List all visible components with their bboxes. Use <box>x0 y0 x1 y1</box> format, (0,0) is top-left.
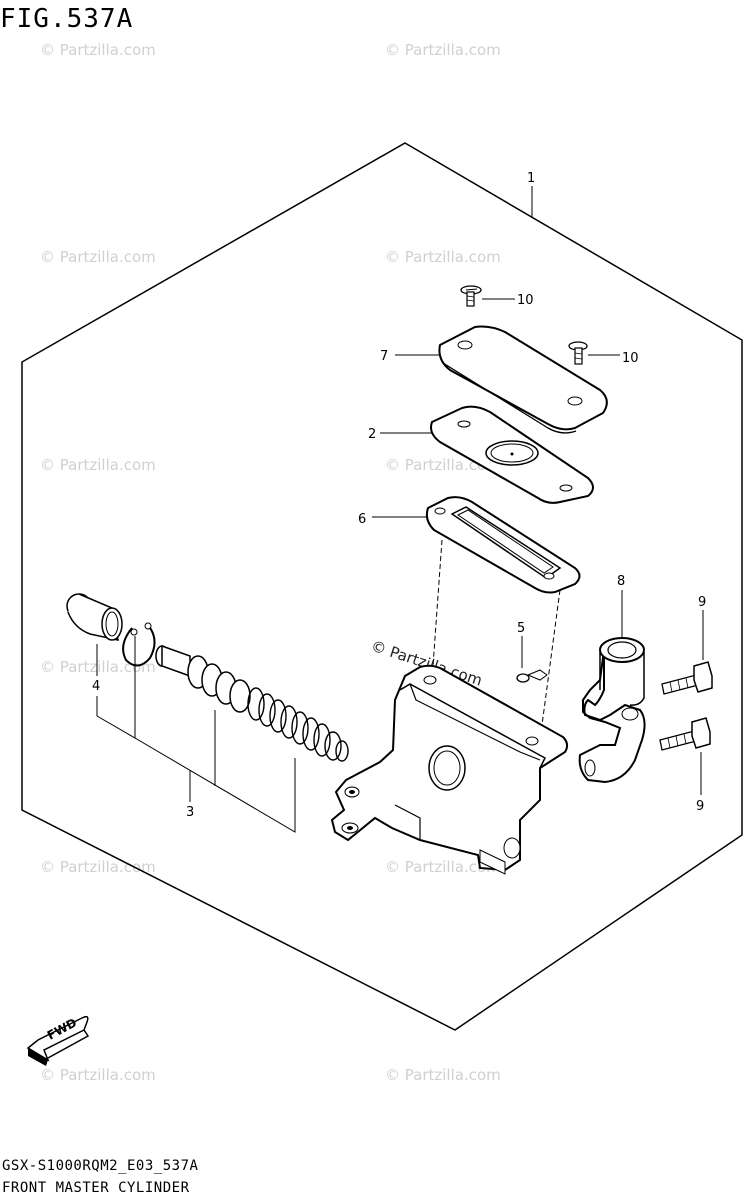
screw-part-10-top <box>460 285 482 307</box>
screw-part-10-right <box>568 341 588 365</box>
clamp-part-8 <box>578 637 646 784</box>
alignment-line <box>539 589 561 741</box>
callout-3: 3 <box>186 805 194 820</box>
callout-10a: 10 <box>517 293 534 308</box>
alignment-line <box>431 539 443 681</box>
callout-6: 6 <box>358 512 366 527</box>
watermark: © Partzilla.com <box>385 41 501 59</box>
diaphragm-plate-part-2 <box>430 405 594 504</box>
watermark: © Partzilla.com <box>40 858 156 876</box>
bolt-part-9-lower <box>659 717 711 751</box>
watermark: © Partzilla.com <box>385 858 501 876</box>
figure-name: FRONT MASTER CYLINDER <box>2 1180 190 1196</box>
watermark: © Partzilla.com <box>40 41 156 59</box>
watermark: © Partzilla.com <box>40 1066 156 1084</box>
watermark: © Partzilla.com <box>40 248 156 266</box>
callout-10b: 10 <box>622 351 639 366</box>
kit-bracket-3 <box>96 636 296 833</box>
callout-9b: 9 <box>696 799 704 814</box>
watermark: © Partzilla.com <box>40 456 156 474</box>
master-cylinder-body <box>330 664 569 875</box>
reservoir-cap-part-7 <box>438 325 608 434</box>
bolt-part-9-upper <box>661 661 713 695</box>
callout-7: 7 <box>380 349 388 364</box>
watermark: © Partzilla.com <box>385 1066 501 1084</box>
clip-part-5 <box>516 669 548 683</box>
circlip-part <box>122 622 156 667</box>
watermark-group: © Partzilla.com © Partzilla.com © Partzi… <box>40 41 501 1084</box>
piston-part <box>155 644 251 713</box>
fwd-arrow-icon: FWD <box>26 1016 90 1066</box>
callout-5: 5 <box>517 621 525 636</box>
callout-9a: 9 <box>698 595 706 610</box>
figure-title: FIG.537A <box>0 4 134 34</box>
watermark: © Partzilla.com <box>40 658 156 676</box>
assembly-frame <box>21 142 743 1031</box>
model-code: GSX-S1000RQM2_E03_537A <box>2 1158 199 1174</box>
diaphragm-part-6 <box>425 496 581 594</box>
watermark: © Partzilla.com <box>385 248 501 266</box>
callout-1: 1 <box>527 171 535 186</box>
spring-part <box>247 687 349 762</box>
boot-part-4 <box>66 593 123 641</box>
callout-8: 8 <box>617 574 625 589</box>
callout-2: 2 <box>368 427 376 442</box>
callout-4: 4 <box>92 679 100 694</box>
